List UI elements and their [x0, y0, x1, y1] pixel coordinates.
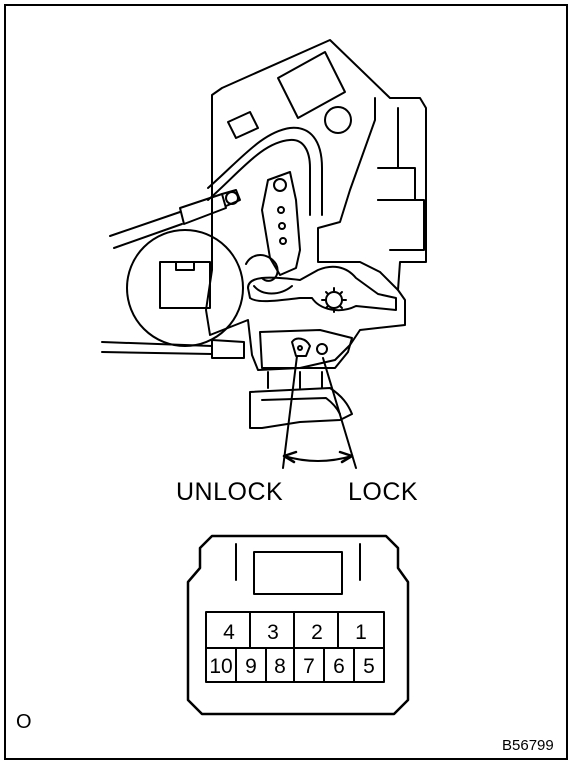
- key-cylinder-square: [159, 261, 211, 309]
- latch-gear-teeth: [321, 287, 347, 313]
- control-rod-inner: [207, 138, 311, 216]
- lever-hole-1: [273, 178, 287, 192]
- housing-hole: [324, 106, 352, 134]
- pin-6: 6: [333, 655, 345, 678]
- swing-arc: [283, 455, 353, 462]
- lock-housing: [205, 39, 427, 371]
- swing-arrow-left: [282, 450, 298, 464]
- connector-top-dividers: [249, 611, 339, 649]
- figure-code: B56799: [502, 737, 554, 754]
- switch-pin-a: [297, 345, 303, 351]
- cable-upper: [109, 211, 181, 237]
- unlock-label: UNLOCK: [176, 478, 284, 506]
- lever-link: [245, 254, 293, 295]
- housing-window-small: [227, 111, 259, 139]
- switch-body: [259, 329, 353, 369]
- pin-9: 9: [245, 655, 257, 678]
- pin-5: 5: [363, 655, 375, 678]
- lock-label: LOCK: [348, 478, 419, 506]
- connector-housing: [186, 534, 410, 716]
- housing-window-large: [277, 51, 346, 119]
- cable-lower-b: [101, 351, 213, 355]
- switch-pin-b: [316, 343, 328, 355]
- lock-swing-line: [322, 357, 357, 469]
- switch-lever: [291, 337, 311, 357]
- housing-inner-block: [317, 97, 399, 291]
- connector-inner-frame: [205, 611, 385, 683]
- pin-10: 10: [209, 655, 233, 678]
- lever-arm: [261, 171, 301, 276]
- unlock-swing-line: [282, 355, 298, 469]
- lower-block-inner: [261, 397, 341, 415]
- connector-latch-rail: [235, 543, 361, 581]
- housing-notch-upper: [377, 167, 416, 201]
- corner-mark: O: [16, 711, 32, 733]
- housing-notch-lower: [377, 199, 425, 251]
- figure-frame: [4, 4, 568, 760]
- connector-bottom-dividers: [235, 647, 355, 683]
- key-cylinder-outer: [126, 229, 244, 347]
- cable-end-pin: [225, 191, 239, 205]
- lever-hole-3: [278, 222, 286, 230]
- lever-hole-4: [279, 237, 287, 245]
- lever-hole-2: [277, 206, 285, 214]
- pin-3: 3: [267, 621, 279, 644]
- cable-lower-end: [211, 339, 245, 359]
- cable-sleeve: [179, 193, 227, 225]
- pin-1: 1: [355, 621, 367, 644]
- pin-8: 8: [274, 655, 286, 678]
- latch-bar: [247, 265, 397, 312]
- key-cylinder-notch: [175, 261, 195, 271]
- lower-bracket: [267, 371, 323, 389]
- pin-7: 7: [303, 655, 315, 678]
- swing-arrow-right: [338, 450, 354, 464]
- connector-latch: [253, 551, 343, 595]
- pin-2: 2: [311, 621, 323, 644]
- control-rod: [207, 126, 323, 216]
- cable-lower: [101, 341, 213, 347]
- cable-upper-b: [113, 223, 183, 249]
- pin-4: 4: [223, 621, 235, 644]
